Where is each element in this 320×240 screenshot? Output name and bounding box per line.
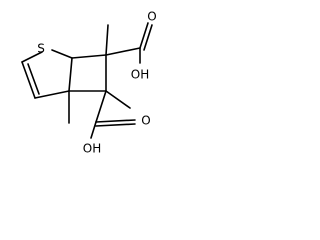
top-hydroxyl-label: OH — [131, 68, 149, 82]
cyclobutane-ring — [68, 54, 107, 92]
bond-c5-c6 — [71, 54, 107, 59]
bond-bottom-co-2 — [95, 123, 136, 127]
bond-c7-methyl — [105, 90, 131, 109]
bond-c2-c3 — [21, 61, 36, 99]
dihydrothiophene-ring — [21, 49, 73, 99]
bond-c7-carbonyl-carbon — [95, 90, 107, 123]
chemical-structure: S O OH O OH — [21, 10, 157, 156]
bond-c5-s — [51, 49, 73, 59]
top-carbonyl-oxygen-label: O — [147, 10, 156, 24]
bond-top-co-2 — [143, 24, 153, 51]
bond-s-c2 — [21, 51, 43, 63]
bond-c2-c3-double — [27, 63, 40, 95]
bond-c3-c4 — [34, 90, 70, 99]
bond-bottom-c-oh — [90, 121, 97, 139]
bond-bottom-co-1 — [95, 119, 136, 123]
bottom-carbonyl-oxygen-label: O — [141, 114, 150, 128]
sulfur-atom-label: S — [37, 42, 45, 56]
carboxylic-acid-bottom — [90, 90, 136, 139]
bottom-hydroxyl-label: OH — [83, 142, 101, 156]
bond-c4-c5 — [68, 57, 73, 92]
bond-c6-carbonyl-carbon — [105, 47, 141, 56]
bond-c6-methyl — [105, 24, 109, 56]
methyl-groups — [68, 24, 131, 124]
carboxylic-acid-top — [105, 22, 153, 64]
bond-top-co-1 — [139, 22, 149, 49]
